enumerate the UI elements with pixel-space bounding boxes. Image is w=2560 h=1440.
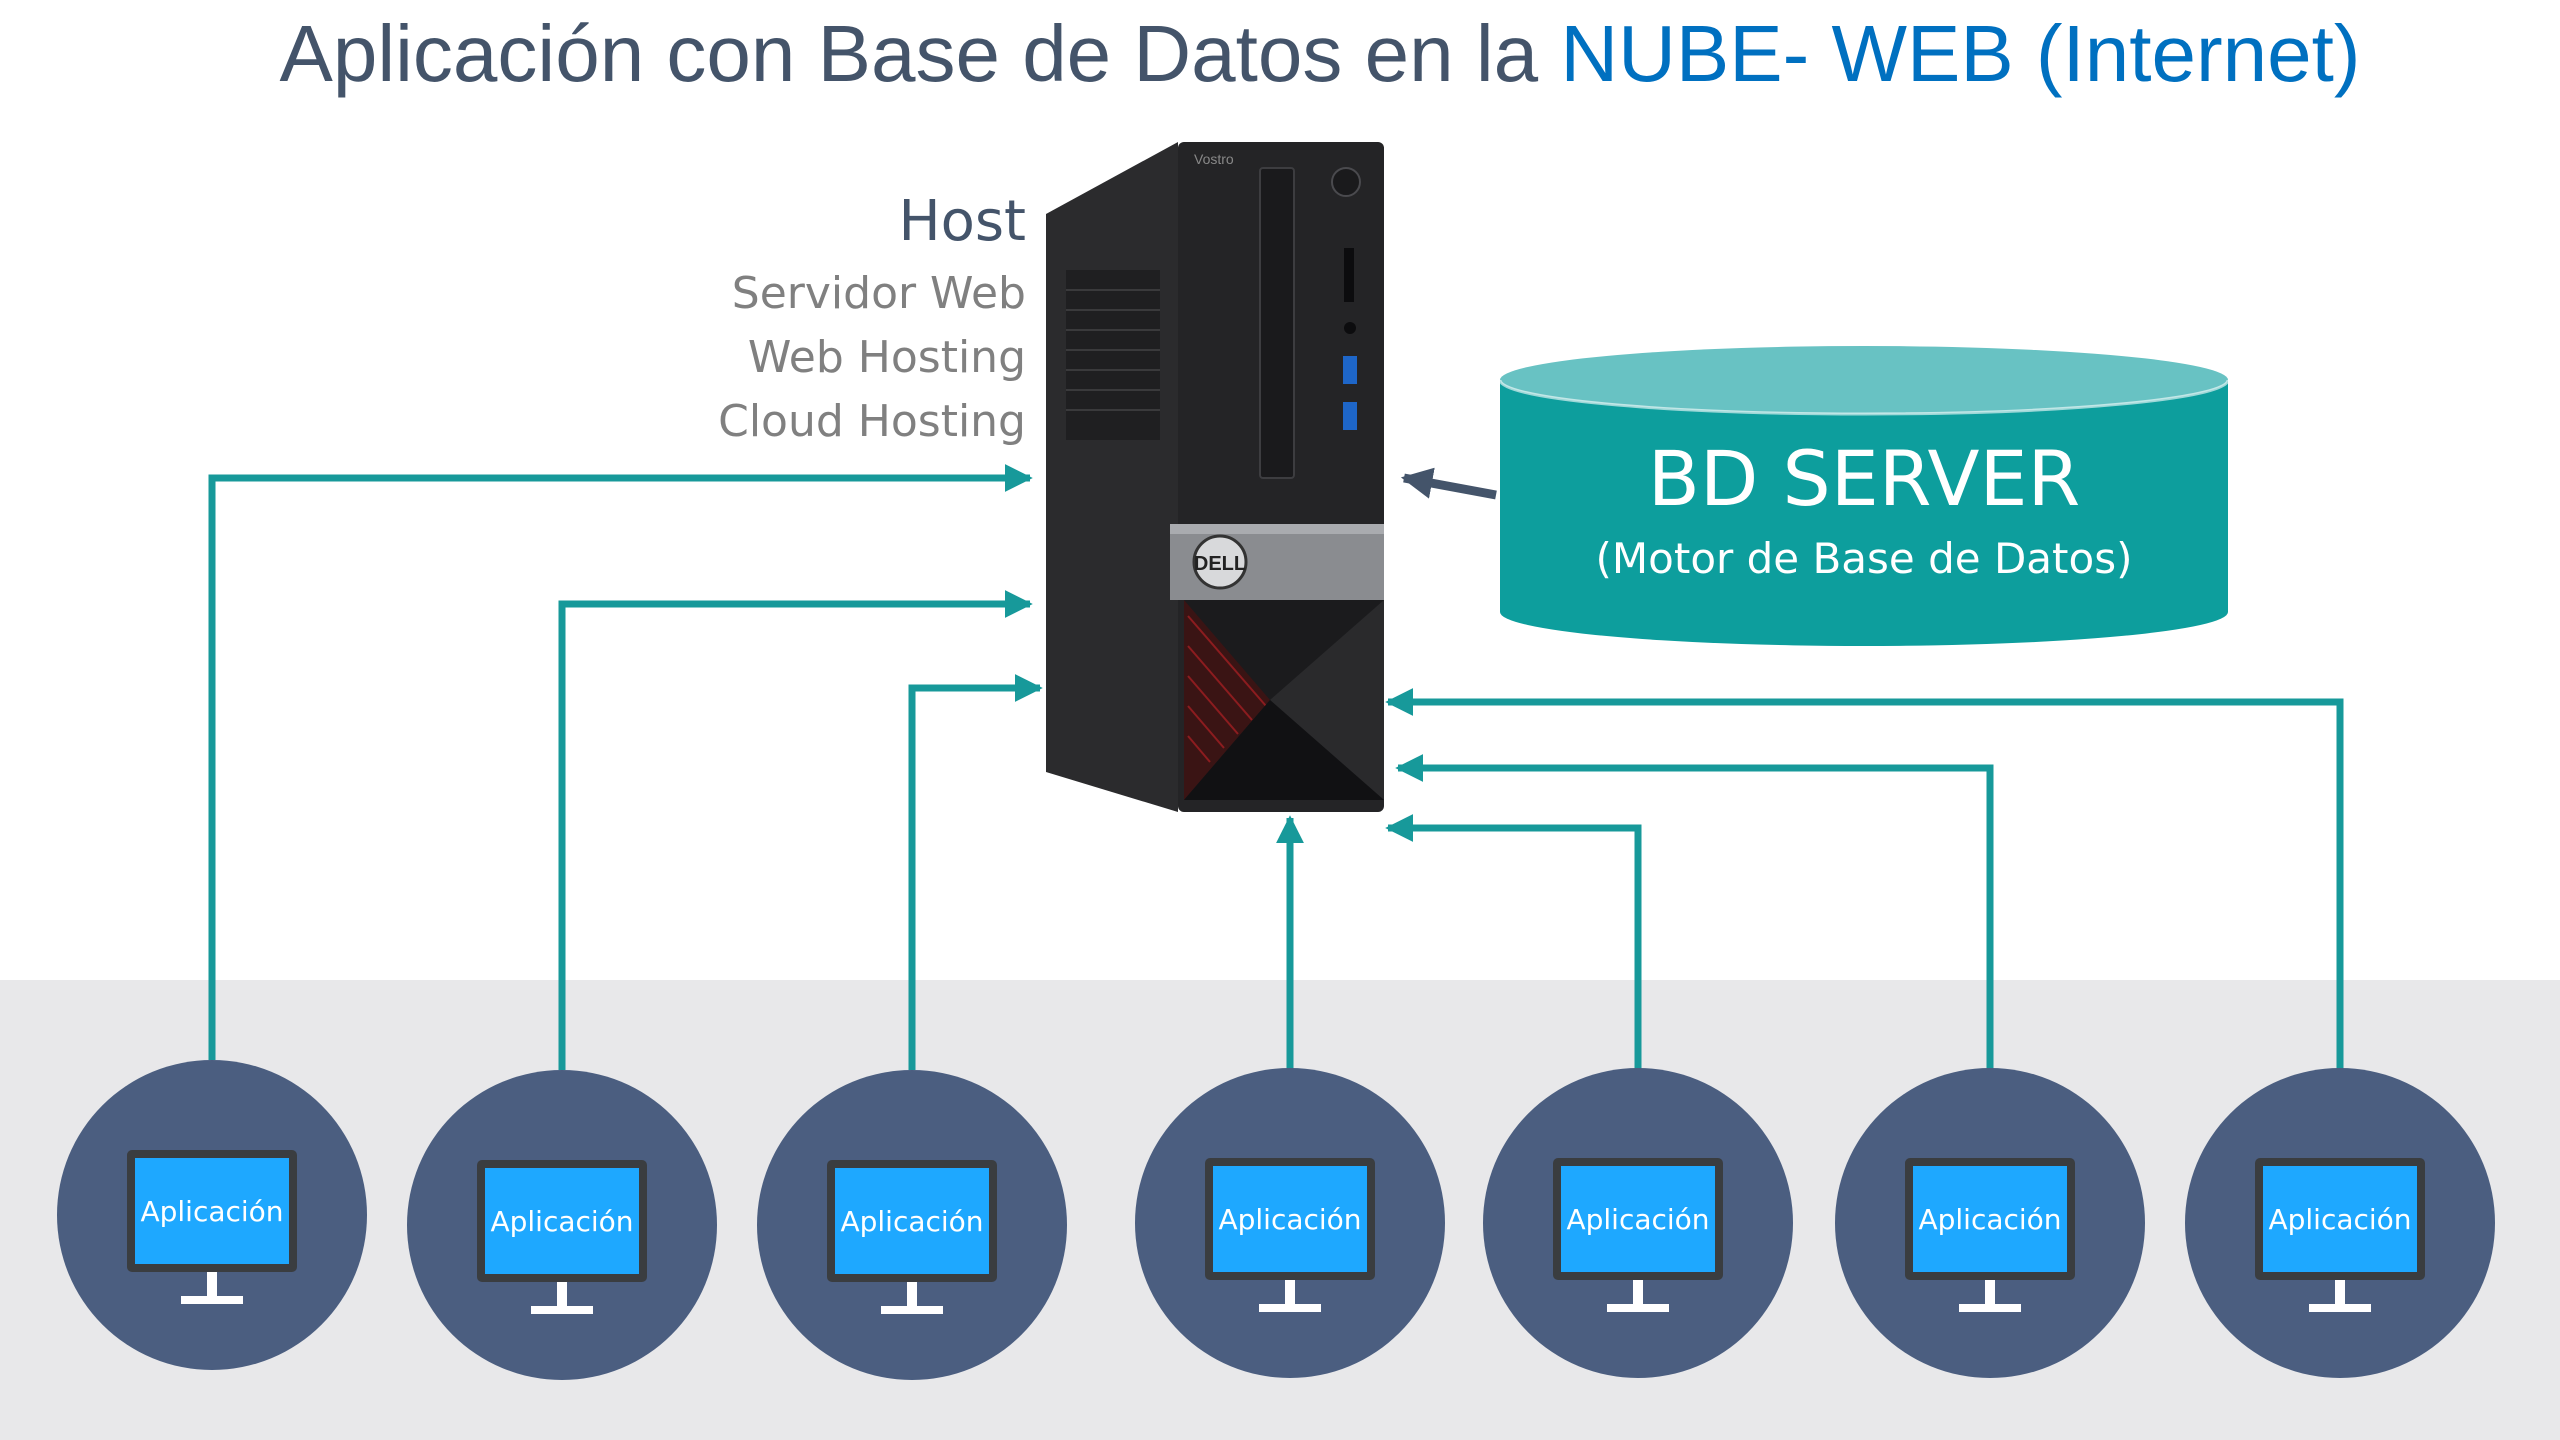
vostro-label: Vostro xyxy=(1194,151,1234,167)
host-line-servidor-web: Servidor Web xyxy=(731,268,1026,319)
monitor-icon: Aplicación xyxy=(1905,1158,2075,1280)
dell-logo-text: DELL xyxy=(1194,553,1246,575)
monitor-icon: Aplicación xyxy=(1205,1158,1375,1280)
monitor-icon: Aplicación xyxy=(127,1150,297,1272)
client-label: Aplicación xyxy=(1561,1166,1715,1272)
client-node-2: Aplicación xyxy=(407,1070,717,1380)
page-title: Aplicación con Base de Datos en la NUBE-… xyxy=(0,8,2560,100)
monitor-icon: Aplicación xyxy=(827,1160,997,1282)
client-node-4: Aplicación xyxy=(1135,1068,1445,1378)
client-label: Aplicación xyxy=(835,1168,989,1274)
host-line-cloud-hosting: Cloud Hosting xyxy=(718,396,1026,447)
title-part-1: Aplicación con Base de Datos en la xyxy=(279,9,1561,98)
db-subtitle: (Motor de Base de Datos) xyxy=(1595,534,2133,583)
connector-client-6 xyxy=(1395,754,1994,1070)
monitor-icon: Aplicación xyxy=(477,1160,647,1282)
db-to-host-arrow xyxy=(1400,467,1497,500)
client-label: Aplicación xyxy=(1913,1166,2067,1272)
client-node-6: Aplicación xyxy=(1835,1068,2145,1378)
host-server-tower: DELL Vostro xyxy=(1046,142,1384,812)
connector-client-7 xyxy=(1385,688,2344,1070)
connector-client-5 xyxy=(1385,814,1642,1070)
db-title: BD SERVER xyxy=(1647,434,2081,523)
client-label: Aplicación xyxy=(1213,1166,1367,1272)
connector-client-1 xyxy=(208,464,1033,1060)
connectors xyxy=(208,464,2344,1070)
client-label: Aplicación xyxy=(2263,1166,2417,1272)
host-line-web-hosting: Web Hosting xyxy=(747,332,1026,383)
client-node-5: Aplicación xyxy=(1483,1068,1793,1378)
title-part-2: NUBE- WEB (Internet) xyxy=(1560,9,2361,98)
client-node-7: Aplicación xyxy=(2185,1068,2495,1378)
client-node-1: Aplicación xyxy=(57,1060,367,1370)
monitor-icon: Aplicación xyxy=(1553,1158,1723,1280)
monitor-icon: Aplicación xyxy=(2255,1158,2425,1280)
client-label: Aplicación xyxy=(135,1158,289,1264)
connector-client-3 xyxy=(908,674,1043,1070)
client-label: Aplicación xyxy=(485,1168,639,1274)
host-title: Host xyxy=(898,189,1026,254)
client-node-3: Aplicación xyxy=(757,1070,1067,1380)
host-labels: Host Servidor Web Web Hosting Cloud Host… xyxy=(718,182,1026,454)
connector-client-2 xyxy=(558,590,1033,1070)
database-cylinder xyxy=(1498,346,2230,646)
